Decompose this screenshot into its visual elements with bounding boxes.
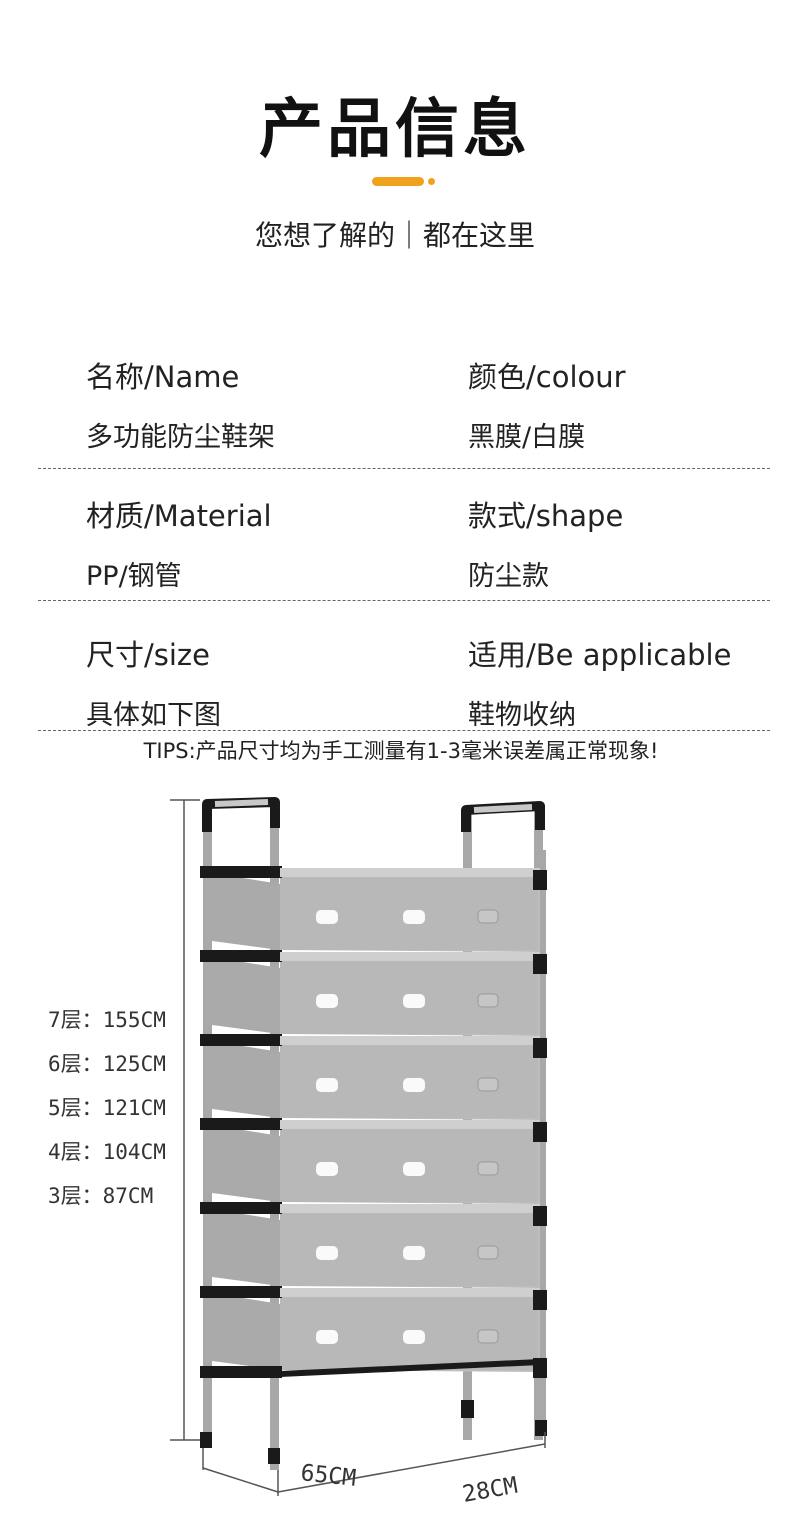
spec-value: 具体如下图	[86, 700, 221, 731]
dashed-divider	[38, 468, 770, 469]
width-dimension: 65CM	[299, 1460, 357, 1492]
spec-label: 颜色/colour	[468, 360, 626, 394]
height-dimensions-list: 7层：155CM 6层：125CM 5层：121CM 4层：104CM 3层：8…	[48, 1006, 166, 1226]
height-option: 7层：155CM	[48, 1008, 166, 1032]
page-subtitle: 您想了解的｜都在这里	[254, 219, 535, 252]
dashed-divider	[38, 730, 770, 731]
height-option: 3层：87CM	[48, 1184, 154, 1208]
page-title: 产品信息	[259, 93, 531, 167]
depth-dimension: 28CM	[461, 1473, 520, 1508]
spec-value: 鞋物收纳	[468, 700, 576, 731]
spec-material: 材质/Material PP/钢管	[86, 493, 272, 593]
spec-size: 尺寸/size 具体如下图	[86, 632, 221, 732]
height-option: 5层：121CM	[48, 1096, 166, 1120]
spec-value: 多功能防尘鞋架	[86, 422, 275, 453]
spec-name: 名称/Name 多功能防尘鞋架	[86, 354, 275, 454]
spec-shape: 款式/shape 防尘款	[468, 493, 623, 593]
spec-value: PP/钢管	[86, 561, 182, 592]
spec-value: 黑膜/白膜	[468, 422, 586, 453]
spec-label: 适用/Be applicable	[468, 638, 732, 672]
height-option: 4层：104CM	[48, 1140, 166, 1164]
spec-value: 防尘款	[468, 561, 549, 592]
spec-label: 名称/Name	[86, 360, 240, 394]
spec-label: 尺寸/size	[86, 638, 211, 672]
spec-applicable: 适用/Be applicable 鞋物收纳	[468, 632, 731, 732]
spec-label: 款式/shape	[468, 499, 624, 533]
spec-colour: 颜色/colour 黑膜/白膜	[468, 354, 626, 454]
dashed-divider	[38, 600, 770, 601]
title-accent-bar	[372, 177, 424, 186]
height-option: 6层：125CM	[48, 1052, 166, 1076]
shoe-rack-icon: 65CM 28CM	[170, 797, 547, 1508]
spec-label: 材质/Material	[86, 499, 272, 533]
tips-note: TIPS:产品尺寸均为手工测量有1-3毫米误差属正常现象!	[143, 739, 659, 763]
title-accent-dot	[428, 178, 435, 185]
